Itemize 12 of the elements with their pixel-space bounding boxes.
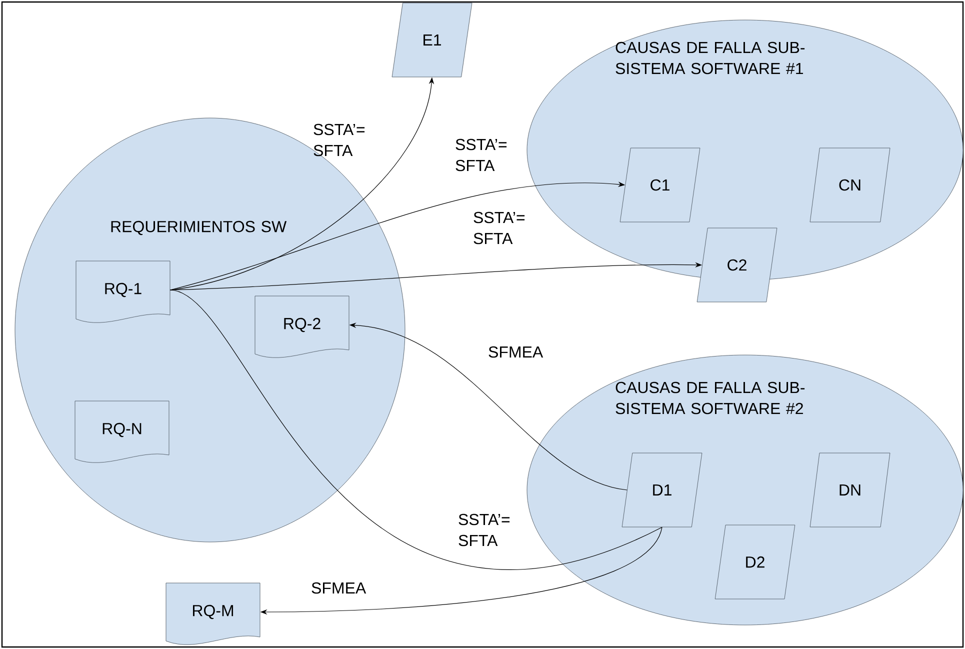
edge-label: SSTA’= SFTA xyxy=(456,138,507,172)
edge-label: SSTA’= SFTA xyxy=(314,124,365,156)
edge-label: SSTA’= SFTA xyxy=(474,212,525,244)
parallelogram: DN xyxy=(810,452,890,528)
edge-label: SSTA’= SFTA xyxy=(458,514,510,546)
parallelogram: C2 xyxy=(696,228,778,302)
parallelogram: D1 xyxy=(622,452,702,528)
edge-label: SFMEA xyxy=(312,582,366,594)
parallelogram: CN xyxy=(810,148,890,222)
parallelogram: C1 xyxy=(620,148,700,222)
parallelogram: D2 xyxy=(714,524,796,600)
parallelogram: E1 xyxy=(392,2,472,78)
